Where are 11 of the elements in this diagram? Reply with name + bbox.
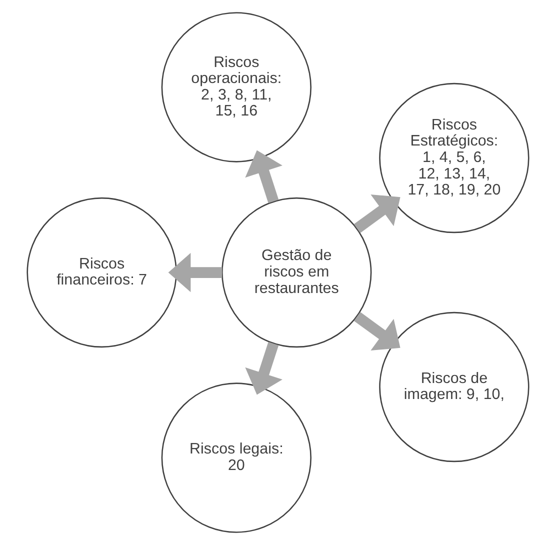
arrow [168, 252, 222, 292]
node-circle: Riscos legais: 20 [161, 382, 312, 533]
node-circle: Riscos financeiros: 7 [26, 197, 177, 348]
arrow [354, 312, 400, 351]
arrow [245, 150, 282, 204]
arrow [245, 342, 282, 395]
node-circle: Riscos Estratégicos: 1, 4, 5, 6, 12, 13, 14, 17, 18, 19, 20 [379, 82, 530, 234]
node-circle: Riscos operacionais: 2, 3, 8, 11, 15, 16 [161, 12, 312, 162]
arrow [354, 194, 400, 233]
node-circle: Riscos de imagem: 9, 10, [379, 312, 530, 462]
node-circle: Gestão de riscos em restaurantes [222, 197, 372, 348]
